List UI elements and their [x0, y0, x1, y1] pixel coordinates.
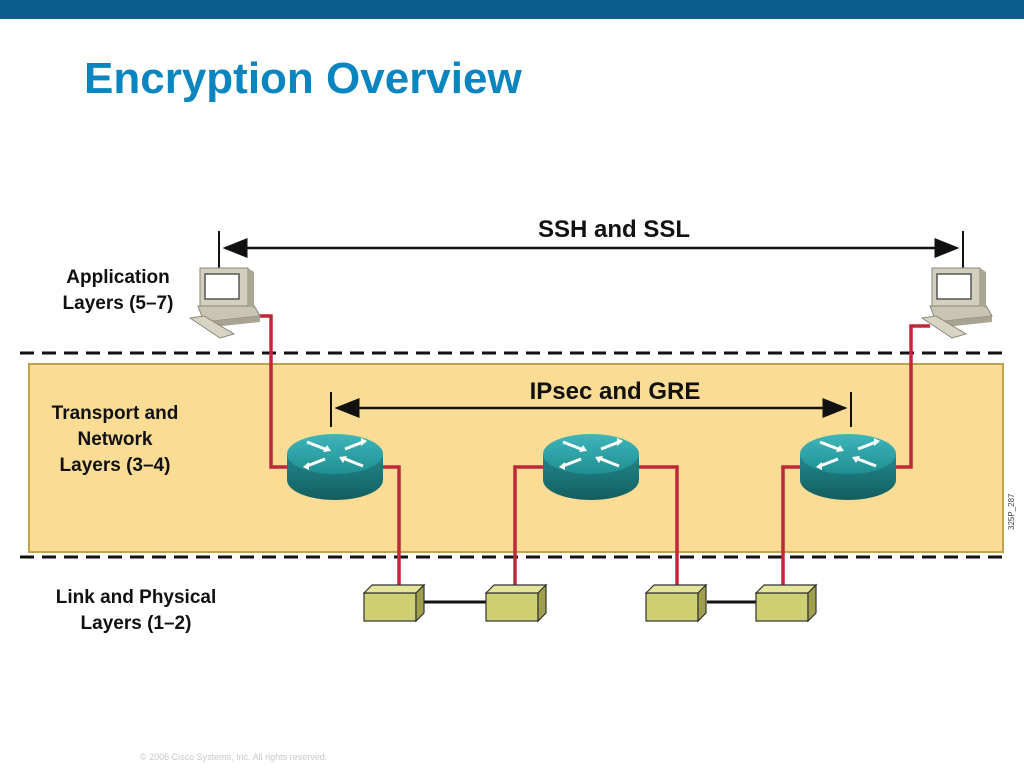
router-icon: [543, 434, 639, 500]
switch-icon: [754, 583, 818, 623]
computer-icon: [920, 267, 993, 339]
header-bar: [0, 0, 1024, 19]
cables: [258, 314, 930, 585]
transport-layers-label: Transport and Network Layers (3–4): [30, 401, 200, 479]
transport-layers-label-line: Layers (3–4): [59, 455, 171, 476]
cable-router-right-switch-4: [781, 465, 800, 585]
ipsec-gre-label: IPsec and GRE: [530, 378, 701, 405]
router-icon: [287, 434, 383, 500]
switch-icon: [484, 583, 548, 623]
application-layers-label: Application Layers (5–7): [38, 265, 198, 317]
computer-icon: [188, 267, 261, 339]
cable-router-middle-switch-2: [513, 465, 545, 585]
link-layers-label-line: Layers (1–2): [80, 613, 192, 634]
router-icon: [800, 434, 896, 500]
ipsec-gre-span: IPsec and GRE: [330, 378, 852, 427]
switch-icon: [644, 583, 708, 623]
switch-icon: [362, 583, 426, 623]
application-layers-label-line: Layers (5–7): [62, 293, 174, 314]
transport-layers-label-line: Transport and: [51, 403, 179, 424]
cable-router-left-switch-1: [382, 465, 401, 585]
copyright-footer: © 2006 Cisco Systems, Inc. All rights re…: [140, 752, 328, 762]
cable-host-left-router-left: [258, 314, 288, 469]
link-layers-label: Link and Physical Layers (1–2): [36, 585, 236, 637]
link-layers-label-line: Link and Physical: [55, 587, 217, 608]
transport-layers-label-line: Network: [77, 429, 153, 450]
ssh-ssl-span: SSH and SSL: [218, 216, 964, 268]
ssh-ssl-label: SSH and SSL: [538, 216, 690, 243]
application-layers-label-line: Application: [66, 267, 170, 288]
page-title: Encryption Overview: [84, 54, 522, 103]
cable-router-middle-switch-3: [637, 465, 679, 585]
figure-code: 325P_287: [1007, 493, 1016, 530]
cable-router-right-host-right: [896, 324, 930, 469]
